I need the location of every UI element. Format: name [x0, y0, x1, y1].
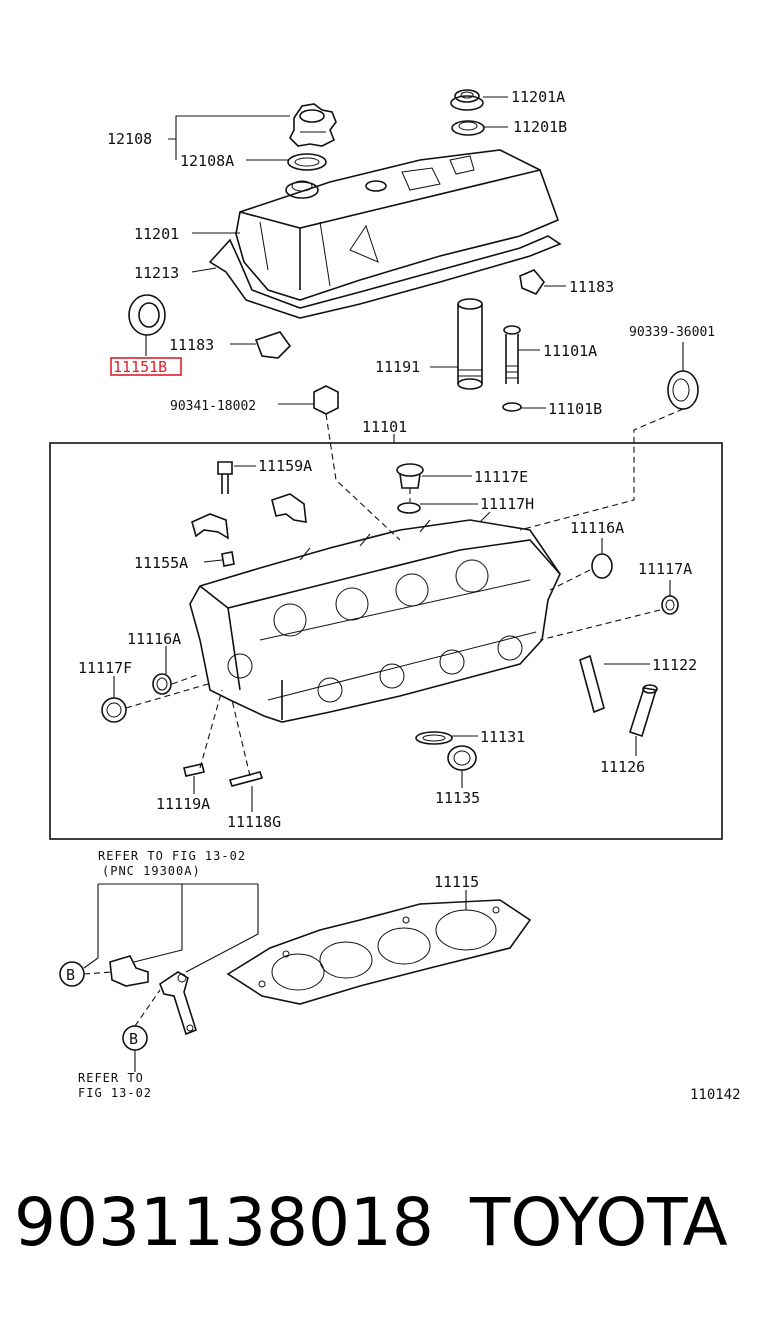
- label-11119a: 11119A: [156, 795, 210, 813]
- label-11101: 11101: [362, 418, 407, 436]
- head-bolt-washer: [502, 402, 522, 412]
- assembly-lines: [125, 408, 684, 777]
- label-11159a: 11159A: [258, 457, 312, 475]
- part-labels: 12108 12108A 11201A 11201B 11201 11213 1…: [78, 88, 715, 891]
- brand-name: TOYOTA: [470, 1184, 728, 1261]
- plug-90341: [313, 385, 339, 415]
- label-11118g: 11118G: [227, 813, 281, 831]
- part-number: 9031138018: [14, 1184, 434, 1261]
- camshaft-oil-seal: [128, 294, 166, 336]
- label-11201b: 11201B: [513, 118, 567, 136]
- bracket-arm: [159, 971, 197, 1036]
- pin-11118g: [228, 771, 264, 787]
- valve-guide-11122: [579, 654, 605, 714]
- oil-control-valve: [109, 955, 149, 987]
- refer-notes: REFER TO FIG 13-02 (PNC 19300A) REFER TO…: [78, 849, 741, 1103]
- label-90339-36001: 90339-36001: [629, 325, 715, 340]
- gasket-11117h: [397, 502, 421, 514]
- label-11116a-left: 11116A: [127, 630, 181, 648]
- footer: 9031138018 TOYOTA: [0, 1190, 760, 1280]
- dowel-pin-11119a: [183, 763, 205, 777]
- grommet-lower: [451, 120, 485, 136]
- label-11183-left: 11183: [169, 336, 214, 354]
- head-bolt: [503, 325, 521, 384]
- label-11155a: 11155A: [134, 554, 188, 572]
- callout-b-top-letter: B: [66, 966, 75, 984]
- callout-b-bottom: B: [122, 1025, 148, 1051]
- grommet-upper: [450, 89, 484, 111]
- label-11135: 11135: [435, 789, 480, 807]
- cylinder-head-gasket: [226, 899, 532, 1005]
- cylinder-head-cover-gasket: [208, 235, 562, 319]
- seal-plug-right: [519, 269, 545, 295]
- label-11131: 11131: [480, 728, 525, 746]
- label-11201: 11201: [134, 225, 179, 243]
- refer-top-line1: REFER TO FIG 13-02: [98, 849, 246, 863]
- oil-filler-cap: [289, 103, 337, 147]
- stud-bolt: [217, 461, 233, 494]
- plug-11117f: [101, 697, 127, 723]
- refer-bottom-line1: REFER TO: [78, 1071, 144, 1085]
- cylinder-head-cover: [235, 149, 560, 301]
- label-11117f: 11117F: [78, 659, 132, 677]
- cylinder-head-assembly-frame: [49, 442, 723, 840]
- callout-b-bottom-letter: B: [129, 1030, 138, 1048]
- label-12108: 12108: [107, 130, 152, 148]
- valve-guide-11126: [628, 684, 658, 738]
- plug-11116a-right: [591, 553, 613, 579]
- figure-code: 110142: [690, 1087, 741, 1103]
- label-11191: 11191: [375, 358, 420, 376]
- label-11183-right: 11183: [569, 278, 614, 296]
- label-11117h: 11117H: [480, 495, 534, 513]
- refer-leaders: [83, 883, 259, 1072]
- leader-lines: [113, 96, 684, 910]
- seal-plug-left: [254, 331, 292, 359]
- bearing-cap-right: [271, 493, 307, 523]
- highlight-box-11151b: [110, 357, 182, 376]
- label-11126: 11126: [600, 758, 645, 776]
- oil-filler-gasket: [287, 153, 327, 171]
- ring-gasket-11135: [447, 745, 477, 771]
- label-90341-18002: 90341-18002: [170, 399, 256, 414]
- callout-b-top: B: [59, 961, 85, 987]
- label-11122: 11122: [652, 656, 697, 674]
- label-11115: 11115: [434, 873, 479, 891]
- label-11101a: 11101A: [543, 342, 597, 360]
- plug-11117a: [661, 595, 679, 615]
- label-11201a: 11201A: [511, 88, 565, 106]
- label-11117e: 11117E: [474, 468, 528, 486]
- refer-top-line2: (PNC 19300A): [102, 864, 201, 878]
- label-11117a: 11117A: [638, 560, 692, 578]
- bearing-cap-left: [191, 513, 229, 540]
- label-11101b: 11101B: [548, 400, 602, 418]
- cylinder-head: [189, 511, 561, 723]
- label-11151b: 11151B: [113, 358, 167, 376]
- plug-11117e: [396, 463, 424, 489]
- refer-bottom-line2: FIG 13-02: [78, 1086, 152, 1100]
- plug-11116a-left: [152, 673, 172, 695]
- label-11116a-right: 11116A: [570, 519, 624, 537]
- ring-gasket-11131: [415, 731, 453, 745]
- pin-11155a: [221, 551, 235, 567]
- label-11213: 11213: [134, 264, 179, 282]
- spark-plug-tube: [457, 298, 483, 390]
- camshaft-seal-right: [667, 370, 699, 410]
- label-12108a: 12108A: [180, 152, 234, 170]
